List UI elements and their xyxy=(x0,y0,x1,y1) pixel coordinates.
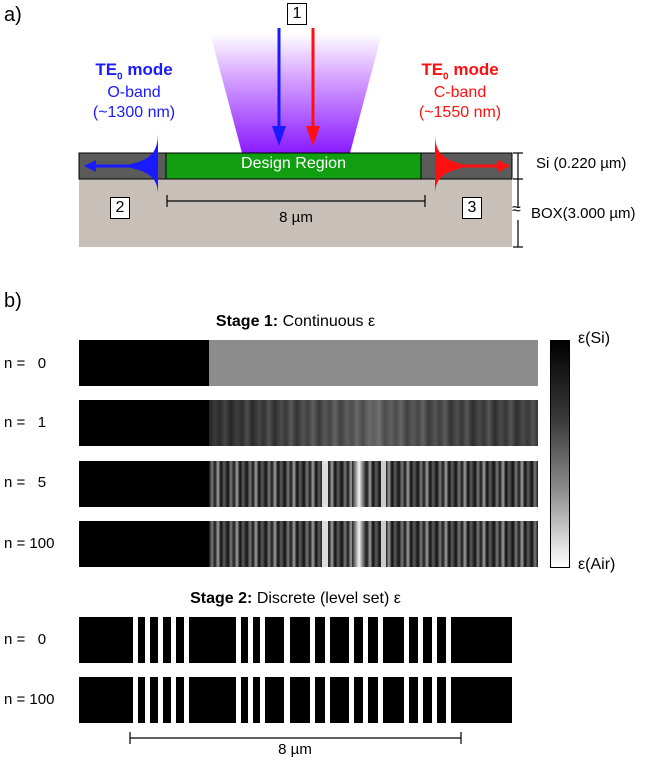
discrete-strip-n0 xyxy=(79,617,512,663)
right-mode-wavelength: (~1550 nm) xyxy=(418,104,502,122)
permittivity-strip-n100 xyxy=(79,521,538,567)
colorbar-top-label: ε(Si) xyxy=(578,330,611,347)
stage1-title: Stage 1: Continuous ε xyxy=(215,313,376,330)
red-input-arrow xyxy=(306,126,320,146)
colorbar-bottom-label: ε(Air) xyxy=(578,556,616,573)
length-label-a: 8 µm xyxy=(279,209,313,226)
left-mode-band: O-band xyxy=(107,84,161,102)
si-thickness-label: Si (0.220 µm) xyxy=(536,155,627,172)
incident-beam xyxy=(210,33,382,153)
discrete-pattern xyxy=(133,617,451,663)
stage2-title: Stage 2: Discrete (level set) ε xyxy=(190,590,401,607)
row-label: n = 100 xyxy=(4,691,55,708)
right-mode-band: C-band xyxy=(433,84,487,102)
length-label-b: 8 µm xyxy=(278,741,312,758)
permittivity-strip-n1 xyxy=(79,400,538,446)
left-mode-title: TE0 mode xyxy=(95,60,173,83)
design-region xyxy=(165,152,422,180)
discrete-strip-n100 xyxy=(79,677,512,723)
left-mode-wavelength: (~1300 nm) xyxy=(92,104,176,122)
permittivity-strip-n0 xyxy=(79,340,538,386)
port-2-label: 2 xyxy=(110,197,130,219)
design-region-label: Design Region xyxy=(241,155,346,172)
permittivity-strip-n5 xyxy=(79,461,538,507)
box-layer xyxy=(79,179,512,247)
discrete-pattern xyxy=(133,677,451,723)
row-label: n = 0 xyxy=(4,631,47,648)
panel-a-diagram xyxy=(78,28,523,248)
length-bar-b xyxy=(129,732,462,744)
right-mode-profile xyxy=(435,133,473,195)
permittivity-colorbar xyxy=(550,340,570,568)
left-mode-profile xyxy=(120,133,158,195)
right-output-arrow xyxy=(498,160,510,172)
box-thickness-label: BOX(3.000 µm) xyxy=(531,205,636,222)
port-3-label: 3 xyxy=(462,197,482,219)
row-label: n = 1 xyxy=(4,414,47,431)
panel-b-label: b) xyxy=(4,290,22,312)
row-label: n = 5 xyxy=(4,474,47,491)
break-symbol: ≈ xyxy=(512,201,521,218)
left-mode-text: TE0 mode O-band (~1300 nm) xyxy=(74,60,194,122)
row-label: n = 0 xyxy=(4,355,47,372)
right-mode-title: TE0 mode xyxy=(421,60,499,83)
row-label: n = 100 xyxy=(4,535,55,552)
right-mode-text: TE0 mode C-band (~1550 nm) xyxy=(400,60,520,122)
blue-input-arrow xyxy=(272,126,286,146)
port-1-label: 1 xyxy=(287,3,307,25)
panel-a-label: a) xyxy=(4,4,22,26)
left-output-arrow xyxy=(84,160,96,172)
